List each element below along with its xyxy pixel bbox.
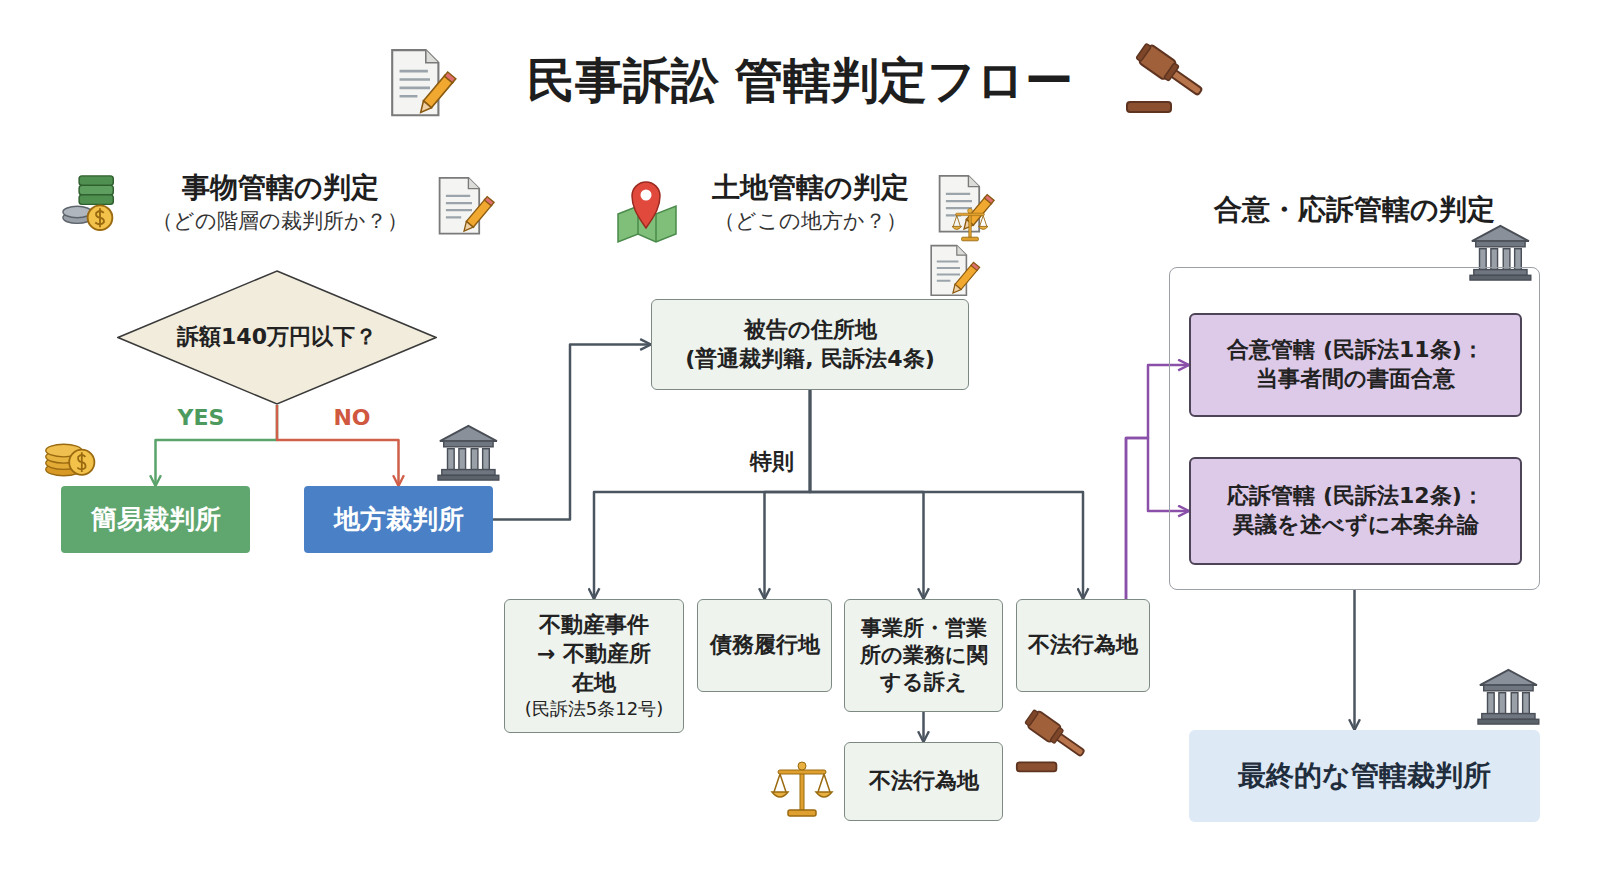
node-text: 債務履行地	[710, 631, 820, 660]
node-text: 最終的な管轄裁判所	[1238, 758, 1491, 794]
section-heading: 土地管轄の判定	[712, 170, 909, 206]
court-box: 簡易裁判所	[61, 486, 250, 553]
process-box: 被告の住所地 (普通裁判籍, 民訴法4条)	[651, 299, 969, 390]
diamond-shape	[118, 271, 436, 404]
node-text: 地方裁判所	[334, 503, 464, 537]
node-text: 被告の住所地 (普通裁判籍, 民訴法4条)	[683, 316, 938, 373]
court-icon	[1470, 226, 1531, 280]
node-text: 訴額140万円以下？	[177, 323, 377, 352]
connector-arrow	[1353, 590, 1356, 730]
section-subheading: （どこの地方か？）	[714, 208, 907, 235]
connector-arrow	[156, 405, 278, 486]
connector-arrow	[765, 390, 811, 599]
process-box: 債務履行地	[697, 599, 832, 692]
document-icon	[392, 50, 456, 116]
process-box: 不法行為地	[1016, 599, 1150, 692]
process-box: 応訴管轄 (民訴法12条)：異議を述べずに本案弁論	[1189, 457, 1522, 565]
process-box: 不法行為地	[844, 742, 1003, 821]
decision-diamond: 訴額140万円以下？	[117, 270, 437, 405]
process-box: 不動産事件 → 不動産所在地(民訴法5条12号)	[504, 599, 684, 733]
gavel-icon	[1017, 708, 1089, 771]
node-text: (民訴法5条12号)	[525, 697, 663, 720]
scales-icon	[952, 208, 988, 240]
node-text: 不動産事件 → 不動産所在地	[527, 611, 661, 697]
connector-arrow	[594, 390, 810, 599]
node-text: 事業所・営業所の業務に関する訴え	[854, 615, 994, 697]
section-heading: 事物管轄の判定	[182, 170, 379, 206]
connector-arrow	[277, 405, 399, 486]
court-icon	[1478, 670, 1539, 724]
node-text: 簡易裁判所	[91, 503, 221, 537]
gavel-icon	[1127, 42, 1206, 112]
branch-label: 特則	[747, 448, 797, 477]
process-box: 事業所・営業所の業務に関する訴え	[844, 599, 1003, 712]
group-heading: 合意・応訴管轄の判定	[1170, 192, 1539, 228]
court-box: 地方裁判所	[304, 486, 493, 553]
diagram-title: 民事訴訟 管轄判定フロー	[527, 52, 1074, 110]
node-text: 合意管轄 (民訴法11条)：当事者間の書面合意	[1225, 336, 1487, 393]
connector-arrow	[810, 390, 924, 599]
node-text: 応訴管轄 (民訴法12条)：異議を述べずに本案弁論	[1225, 482, 1487, 539]
court-icon	[438, 426, 499, 480]
group-panel: 合意・応訴管轄の判定合意管轄 (民訴法11条)：当事者間の書面合意応訴管轄 (民…	[1169, 267, 1540, 590]
connector-arrow	[1126, 438, 1189, 599]
money-icon	[63, 176, 113, 230]
connector-arrow	[1126, 365, 1189, 599]
edge-label: NO	[330, 404, 373, 433]
coins-icon	[46, 444, 95, 476]
process-box: 合意管轄 (民訴法11条)：当事者間の書面合意	[1189, 313, 1522, 417]
connector-arrow	[922, 712, 925, 742]
document-icon	[931, 246, 979, 296]
map-pin-icon	[618, 182, 676, 242]
edge-label: YES	[175, 404, 228, 433]
connector-arrow	[810, 390, 1083, 599]
result-box: 最終的な管轄裁判所	[1189, 730, 1540, 822]
node-text: 不法行為地	[869, 767, 979, 796]
node-text: 不法行為地	[1028, 631, 1138, 660]
scales-icon	[772, 762, 832, 816]
document-icon	[440, 178, 494, 234]
section-subheading: （どの階層の裁判所か？）	[152, 208, 408, 235]
